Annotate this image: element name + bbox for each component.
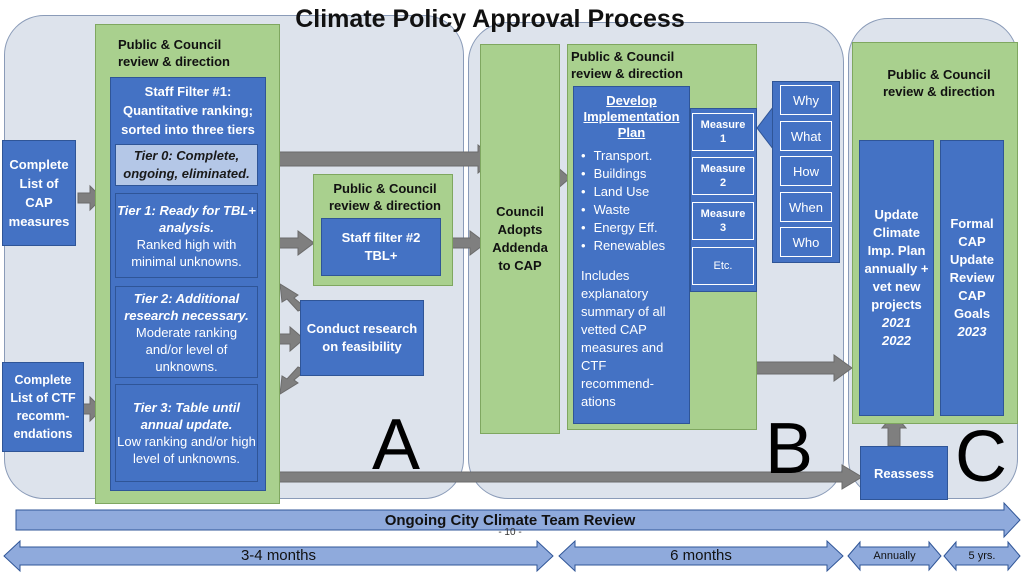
bullet-item: •Transport.: [581, 148, 653, 163]
tier2-title: Tier 2: Additional research necessary.: [124, 290, 249, 323]
question-who: Who: [780, 227, 832, 257]
phase-letter-b: B: [765, 409, 814, 489]
tier1-title: Tier 1: Ready for TBL+ analysis.: [117, 202, 256, 235]
update-year-2: 2022: [882, 333, 911, 348]
question-when: When: [780, 192, 832, 222]
measure-2: Measure 2: [692, 157, 754, 195]
tier0-box: Tier 0: Complete, ongoing, eliminated.: [115, 144, 258, 186]
tier3-title: Tier 3: Table until annual update.: [133, 400, 240, 432]
update-text: Update Climate Imp. Plan annually + vet …: [864, 207, 929, 312]
input-cap-label: Complete List of CAP measures: [8, 157, 70, 229]
timeline-label-3: Annually: [873, 550, 916, 562]
phase-c-review-title: Public & Council review & direction: [883, 67, 995, 99]
phase-letter-c: C: [955, 417, 1007, 497]
timeline-arrow-1: [3, 539, 554, 573]
page-title: Climate Policy Approval Process: [295, 5, 685, 33]
bullet-item: •Buildings: [581, 166, 647, 181]
question-how: How: [780, 156, 832, 186]
bullet-item: •Energy Eff.: [581, 220, 658, 235]
timeline-arrow-3: [847, 540, 942, 572]
question-why: Why: [780, 85, 832, 115]
tier3-desc: Low ranking and/or high level of unknown…: [117, 434, 256, 466]
timeline-arrow-4: [943, 540, 1021, 572]
staff-filter-2: Staff filter #2 TBL+: [321, 218, 441, 276]
update-year-1: 2021: [882, 315, 911, 330]
input-ctf-recommendations: Complete List of CTF recomm-endations: [2, 362, 84, 452]
tier2-desc: Moderate ranking and/or level of unknown…: [135, 324, 238, 374]
arrow-research-to-tier1: [279, 283, 307, 312]
ongoing-review-arrow: [15, 501, 1021, 539]
measure-etc: Etc.: [692, 247, 754, 285]
input-cap-measures: Complete List of CAP measures: [2, 140, 76, 246]
formal-cap-update: Formal CAP Update Review CAP Goals 2023: [940, 140, 1004, 416]
plan-bullets: •Transport. •Buildings •Land Use •Waste …: [581, 147, 682, 255]
tier3-box: Tier 3: Table until annual update. Low r…: [115, 384, 258, 482]
phase-b-review-title: Public & Council review & direction: [571, 49, 683, 81]
phase-letter-a: A: [372, 405, 421, 485]
conduct-research: Conduct research on feasibility: [300, 300, 424, 376]
input-ctf-label: Complete List of CTF recomm-endations: [10, 373, 76, 441]
timeline-label-4: 5 yrs.: [968, 550, 996, 562]
arrow-research-to-tier3: [279, 366, 307, 395]
formal-text: Formal CAP Update Review CAP Goals: [949, 216, 995, 321]
question-what: What: [780, 121, 832, 151]
tier2-box: Tier 2: Additional research necessary. M…: [115, 286, 258, 378]
council-adopts-label: Council Adopts Addenda to CAP: [492, 204, 548, 273]
page-number: - 10 -: [498, 527, 522, 538]
arrow-tier3-to-reassess: [257, 464, 863, 490]
plan-title: Develop Implementation Plan: [583, 93, 680, 140]
update-climate-plan: Update Climate Imp. Plan annually + vet …: [859, 140, 934, 416]
measure-3: Measure 3: [692, 202, 754, 240]
staff-filter-2-label: Staff filter #2 TBL+: [341, 230, 421, 263]
tier1-desc: Ranked high with minimal unknowns.: [131, 236, 242, 269]
timeline-label-2: 6 months: [670, 547, 732, 564]
arrow-tier0-to-council: [257, 143, 497, 175]
bullet-item: •Waste: [581, 202, 630, 217]
bullet-item: •Land Use: [581, 184, 650, 199]
measure-1: Measure 1: [692, 113, 754, 151]
timeline-arrows: [3, 539, 1021, 573]
plan-includes: Includes explanatory summary of all vett…: [581, 268, 666, 409]
timeline-arrow-2: [558, 539, 844, 573]
ongoing-review-label: Ongoing City Climate Team Review: [384, 512, 636, 529]
tier1-box: Tier 1: Ready for TBL+ analysis. Ranked …: [115, 193, 258, 278]
reassess-box: Reassess: [860, 446, 948, 500]
implementation-plan: Develop Implementation Plan •Transport. …: [573, 86, 690, 424]
tier0-title: Tier 0: Complete, ongoing, eliminated.: [123, 148, 250, 181]
bullet-item: •Renewables: [581, 238, 666, 253]
council-adopts: Council Adopts Addenda to CAP: [480, 44, 560, 434]
conduct-research-label: Conduct research on feasibility: [306, 321, 418, 354]
staff-filter-1-label: Staff Filter #1: Quantitative ranking; s…: [121, 84, 255, 137]
phase-a-review-title: Public & Council review & direction: [118, 37, 230, 69]
formal-year: 2023: [957, 324, 987, 339]
phase-a-review-2-title: Public & Council review & direction: [329, 181, 441, 213]
timeline-label-1: 3-4 months: [240, 547, 317, 564]
